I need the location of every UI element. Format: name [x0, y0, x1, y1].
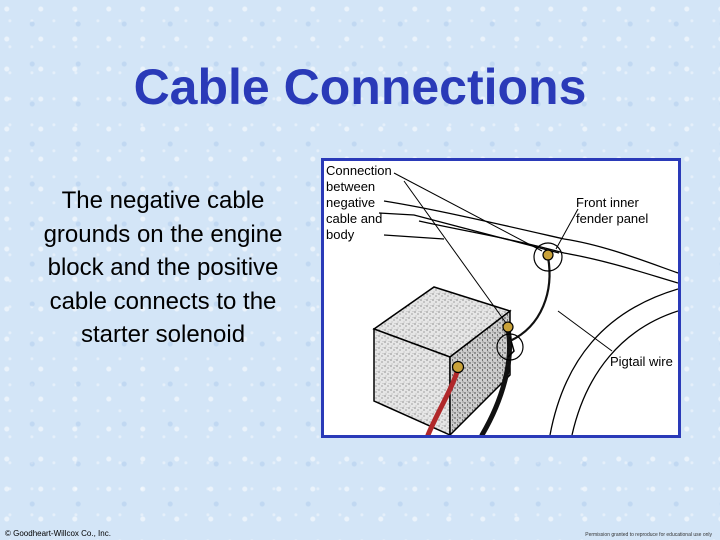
callout-connection-label: Connection between negative cable and bo… [326, 163, 395, 242]
callout-connection-line: cable and [326, 211, 382, 226]
callout-fender-line: fender panel [576, 211, 648, 226]
positive-terminal [451, 360, 465, 374]
slide-title: Cable Connections [133, 59, 587, 115]
negative-cable [479, 326, 513, 435]
solenoid-connector [507, 336, 515, 358]
callout-pigtail-label: Pigtail wire [610, 354, 673, 369]
callout-fender-label: Front inner fender panel [576, 195, 648, 226]
slide-body-text: The negative cable grounds on the engine… [43, 187, 283, 348]
battery [372, 286, 512, 435]
solenoid-circle [496, 333, 524, 361]
callout-fender-line: Front inner [576, 195, 640, 210]
permission-footer: Permission granted to reproduce for educ… [585, 532, 712, 538]
ground-bolt [542, 249, 554, 261]
callout-leader-lines [393, 172, 613, 352]
callout-connection-line: between [326, 179, 375, 194]
copyright-footer: © Goodheart-Willcox Co., Inc. [5, 529, 111, 538]
callout-connection-line: negative [326, 195, 375, 210]
callout-connection-line: body [326, 227, 355, 242]
callout-connection-line: Connection [326, 163, 392, 178]
negative-terminal [502, 321, 514, 333]
battery-illustration: Connection between negative cable and bo… [321, 158, 681, 438]
positive-cable [425, 366, 461, 435]
ground-connection-circle [533, 242, 563, 272]
pigtail-wire [509, 256, 551, 342]
